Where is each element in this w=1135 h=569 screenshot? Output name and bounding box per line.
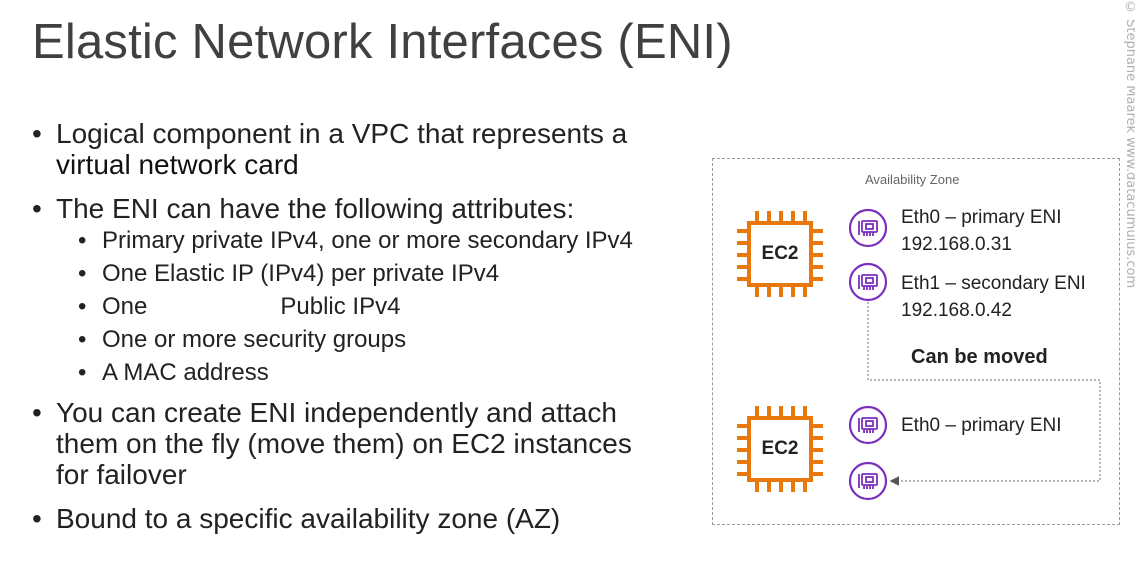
bullet-text: Bound to a specific availability zone (A… — [56, 503, 561, 534]
ec2-chip-icon — [737, 406, 823, 492]
sub-bullet-text: One Elastic IP (IPv4) per private IPv4 — [102, 260, 500, 287]
sub-bullet-text: One — [102, 293, 148, 320]
sub-bullet-text: A MAC address — [102, 359, 269, 386]
watermark-text: © Stephane Maarek www.datacumulus.com — [1123, 0, 1135, 289]
watermark: © Stephane Maarek www.datacumulus.com — [1123, 0, 1135, 569]
bullet-text: The ENI can have the following attribute… — [56, 193, 575, 224]
network-interface-icon — [848, 262, 888, 302]
bullet-text: Logical component in a VPC that represen… — [56, 118, 628, 149]
bullet-text: for failover — [56, 459, 187, 490]
bullet-logical-component: Logical component in a VPC that represen… — [30, 118, 690, 180]
eni-top-primary-name: Eth0 – primary ENI — [901, 207, 1062, 228]
eni-top-secondary-name: Eth1 – secondary ENI — [901, 273, 1086, 294]
eni-top-primary-ip: 192.168.0.31 — [901, 234, 1012, 255]
sub-bullet-text: Public IPv4 — [280, 293, 401, 320]
sub-bullet-ipv4: Primary private IPv4, one or more second… — [30, 224, 690, 257]
sub-bullet-public-ipv4: One Public IPv4 — [30, 290, 690, 323]
eni-top-secondary-ip: 192.168.0.42 — [901, 300, 1012, 321]
ec2-chip-icon — [737, 211, 823, 297]
eni-bottom-primary-name: Eth0 – primary ENI — [901, 415, 1062, 436]
bullet-bound-az: Bound to a specific availability zone (A… — [30, 503, 690, 534]
bullet-text-emphasis: virtual network card — [56, 149, 299, 180]
availability-zone-box — [712, 158, 1120, 525]
bullet-text: You can create ENI independently and att… — [56, 397, 617, 428]
availability-zone-label: Availability Zone — [865, 172, 960, 187]
sub-bullet-mac: A MAC address — [30, 356, 690, 389]
bullet-attributes: The ENI can have the following attribute… — [30, 193, 690, 224]
ec2-label: EC2 — [761, 243, 799, 264]
network-interface-icon — [848, 405, 888, 445]
network-interface-icon — [848, 208, 888, 248]
bullet-text: them on the fly (move them) on EC2 insta… — [56, 428, 632, 459]
sub-bullet-text: Primary private IPv4, one or more second… — [102, 227, 633, 254]
sub-bullet-text: One or more security groups — [102, 326, 407, 353]
ec2-label: EC2 — [761, 438, 799, 459]
sub-bullet-security-groups: One or more security groups — [30, 323, 690, 356]
ec2-bottom-instance: EC2 — [735, 404, 825, 494]
slide-title: Elastic Network Interfaces (ENI) — [32, 15, 733, 69]
sub-bullet-elastic-ip: One Elastic IP (IPv4) per private IPv4 — [30, 257, 690, 290]
bullet-create-eni: You can create ENI independently and att… — [30, 397, 690, 490]
network-interface-icon — [848, 461, 888, 501]
ec2-top-instance: EC2 — [735, 209, 825, 299]
can-be-moved-label: Can be moved — [911, 346, 1048, 368]
bullet-list: Logical component in a VPC that represen… — [30, 118, 690, 534]
